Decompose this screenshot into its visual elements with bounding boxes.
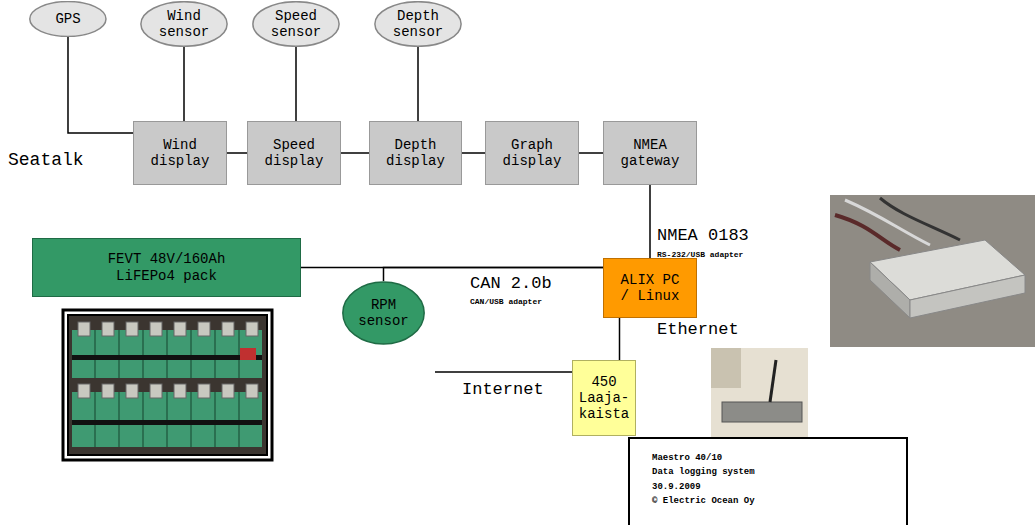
node-label: Depth display: [380, 137, 452, 169]
modem-box: 450 Laaja- kaista: [572, 360, 636, 436]
node-label: Speed display: [258, 137, 330, 169]
bus-wire: [619, 318, 621, 360]
note-line: Data logging system: [652, 465, 896, 479]
router-case: [722, 402, 802, 422]
bus-name: Ethernet: [657, 320, 739, 339]
bus-name: CAN 2.0b: [470, 274, 552, 293]
node-label: ALIX PC / Linux: [614, 272, 686, 304]
text-block: Depth sensor: [387, 8, 449, 40]
photo-ground: [830, 195, 1035, 347]
sensor-ellipse: Speed sensor: [252, 1, 340, 47]
photo-frame: [63, 310, 272, 460]
bus-name: NMEA 0183: [657, 226, 749, 245]
sensor-ellipse: Depth sensor: [374, 1, 462, 47]
adapter-note: CAN/USB adapter: [470, 297, 542, 306]
bus-wire: [462, 152, 485, 154]
text-block: Maestro 40/10Data logging system30.9.200…: [652, 451, 896, 509]
cell-seams: [95, 330, 239, 447]
computer-box: ALIX PC / Linux: [603, 258, 697, 318]
node-label: 450 Laaja- kaista: [576, 374, 632, 422]
text-block: Depth display: [380, 137, 452, 169]
node-label: RPM sensor: [355, 297, 413, 329]
bus-wire: [183, 47, 185, 121]
gateway-box: NMEA gateway: [603, 121, 697, 185]
cable: [835, 215, 900, 250]
text-block: Graph display: [496, 137, 568, 169]
text-block: RPM sensor: [355, 297, 413, 329]
display-box: Depth display: [369, 121, 462, 185]
bus-wire: [417, 47, 419, 121]
case-front: [910, 275, 1025, 318]
node-label: FEVT 48V/160Ah LiFEPo4 pack: [97, 251, 237, 283]
sensor-ellipse: Wind sensor: [140, 1, 228, 47]
note-line: © Electric Ocean Oy: [652, 494, 896, 508]
internet-wire: [435, 371, 572, 373]
text-block: GPS: [38, 11, 98, 27]
display-box: Wind display: [133, 121, 227, 185]
sensor-ellipse: GPS: [29, 1, 107, 37]
bus-wire: [649, 185, 651, 258]
bus-wire: [295, 47, 297, 121]
router-photo: [711, 348, 808, 437]
case-side: [870, 262, 910, 318]
cell-row: [72, 392, 262, 447]
bus-name: Seatalk: [8, 150, 84, 170]
alix-photo: [830, 195, 1035, 347]
cable: [845, 200, 930, 245]
battery-photo: [63, 310, 272, 460]
network-name: Internet: [462, 380, 544, 399]
node-label: Graph display: [496, 137, 568, 169]
node-label: NMEA gateway: [614, 137, 686, 169]
antenna: [770, 360, 776, 402]
battery-box: FEVT 48V/160Ah LiFEPo4 pack: [32, 238, 301, 297]
text-block: 450 Laaja- kaista: [576, 374, 632, 422]
node-label: GPS: [38, 11, 98, 27]
photo-ground: [68, 315, 267, 455]
adapter-note: RS-232/USB adapter: [657, 250, 743, 259]
text-block: NMEA gateway: [614, 137, 686, 169]
note-line: Maestro 40/10: [652, 451, 896, 465]
note-box: Maestro 40/10Data logging system30.9.200…: [628, 437, 908, 525]
text-block: Speed sensor: [265, 8, 327, 40]
node-label: Wind display: [144, 137, 216, 169]
note-line: 30.9.2009: [652, 480, 896, 494]
strap: [72, 355, 262, 360]
display-box: Graph display: [485, 121, 579, 185]
text-block: Wind display: [144, 137, 216, 169]
bus-wire: [579, 152, 603, 154]
node-label: Depth sensor: [387, 8, 449, 40]
text-block: FEVT 48V/160Ah LiFEPo4 pack: [97, 251, 237, 283]
text-block: ALIX PC / Linux: [614, 272, 686, 304]
photo-shade: [711, 348, 741, 388]
sensor-circle: RPM sensor: [342, 281, 425, 345]
node-label: Speed sensor: [265, 8, 327, 40]
bus-wire: [227, 152, 247, 154]
text-block: Speed display: [258, 137, 330, 169]
cell-row: [72, 330, 262, 378]
strap: [72, 420, 262, 425]
text-block: Wind sensor: [153, 8, 215, 40]
display-box: Speed display: [247, 121, 341, 185]
bus-wire: [341, 152, 369, 154]
photo-ground: [711, 348, 808, 437]
cable: [880, 198, 960, 240]
node-label: Wind sensor: [153, 8, 215, 40]
wire-tag: [240, 348, 256, 360]
bus-wire: [68, 37, 133, 133]
